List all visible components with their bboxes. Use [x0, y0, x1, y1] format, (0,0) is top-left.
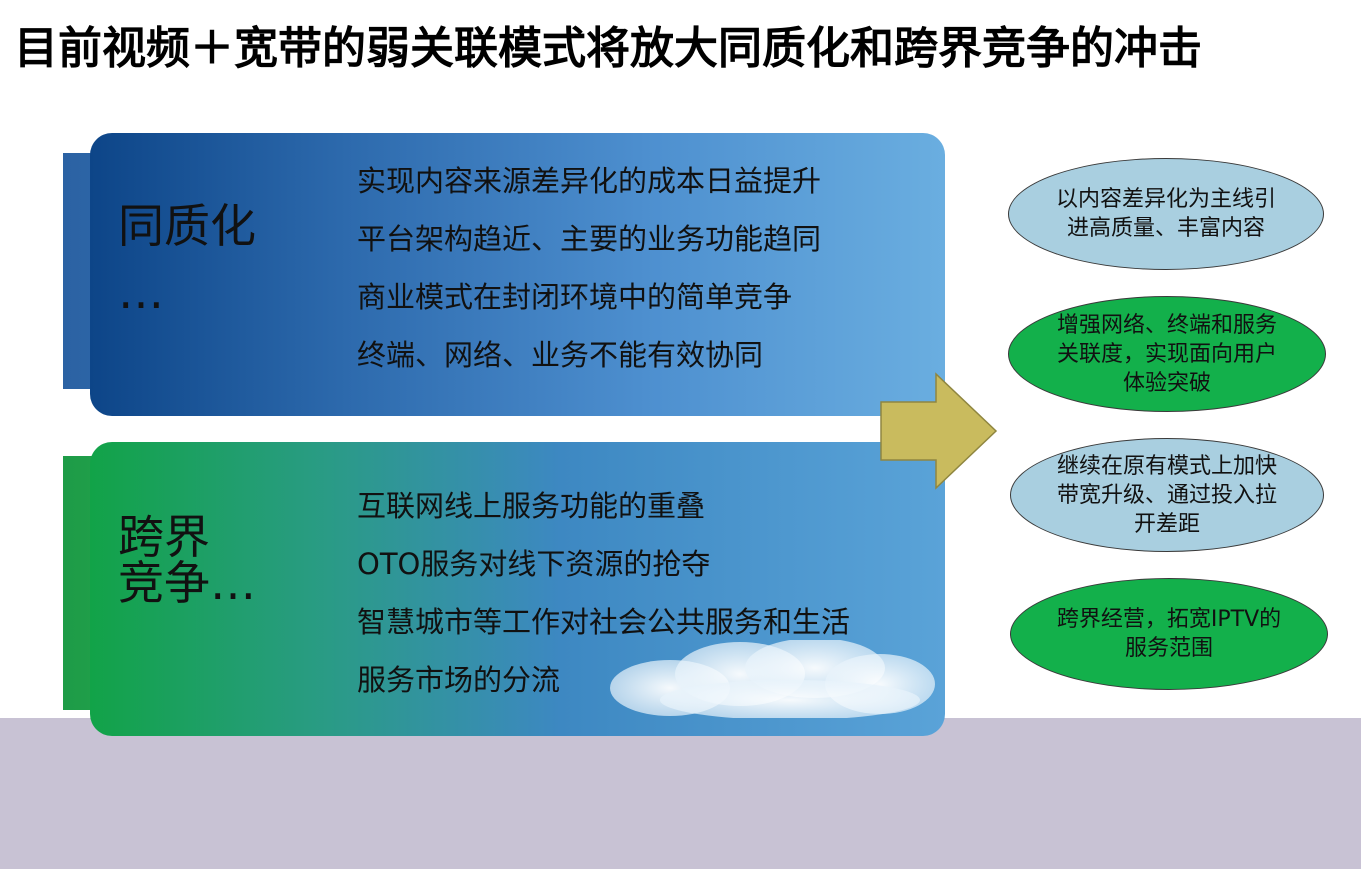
strategy-text: 以内容差异化为主线引进高质量、丰富内容	[1055, 187, 1276, 241]
strategy-oval: 继续在原有模式上加快带宽升级、通过投入拉开差距	[1010, 438, 1324, 552]
strategy-text: 增强网络、终端和服务关联度，实现面向用户体验突破	[1056, 312, 1277, 396]
crossover-bullet: 互联网线上服务功能的重叠	[357, 489, 706, 523]
homogenization-bullet: 终端、网络、业务不能有效协同	[357, 338, 764, 372]
homogenization-panel	[63, 133, 945, 416]
strategy-text: 继续在原有模式上加快带宽升级、通过投入拉开差距	[1056, 453, 1277, 537]
strategy-oval: 跨界经营，拓宽IPTV的服务范围	[1010, 578, 1328, 690]
homogenization-heading-line1: 同质化	[118, 199, 256, 253]
strategy-oval: 以内容差异化为主线引进高质量、丰富内容	[1008, 158, 1324, 270]
homogenization-bullet: 平台架构趋近、主要的业务功能趋同	[357, 222, 822, 256]
homogenization-bullet: 实现内容来源差异化的成本日益提升	[357, 164, 822, 198]
crossover-bullet-list: 互联网线上服务功能的重叠 OTO服务对线下资源的抢夺 智慧城市等工作对社会公共服…	[357, 477, 850, 709]
homogenization-bullet-list: 实现内容来源差异化的成本日益提升 平台架构趋近、主要的业务功能趋同 商业模式在封…	[357, 152, 821, 384]
crossover-heading: 跨界 竞争…	[118, 514, 256, 606]
crossover-bullet: 智慧城市等工作对社会公共服务和生活	[357, 605, 851, 639]
crossover-bullet: OTO服务对线下资源的抢夺	[357, 547, 711, 581]
strategy-text: 跨界经营，拓宽IPTV的服务范围	[1056, 607, 1282, 661]
crossover-bullet: 服务市场的分流	[357, 663, 561, 697]
homogenization-bullet: 商业模式在封闭环境中的简单竞争	[357, 280, 793, 314]
bottom-band	[0, 718, 1361, 869]
strategy-oval: 增强网络、终端和服务关联度，实现面向用户体验突破	[1008, 296, 1326, 412]
crossover-heading-line2: 竞争…	[118, 556, 256, 610]
slide-title: 目前视频＋宽带的弱关联模式将放大同质化和跨界竞争的冲击	[14, 23, 1202, 74]
homogenization-panel-body	[90, 133, 945, 416]
crossover-heading-line1: 跨界	[118, 510, 210, 564]
right-arrow-icon	[880, 372, 998, 490]
cloud-decoration	[610, 640, 935, 718]
homogenization-heading: 同质化 …	[118, 196, 256, 322]
homogenization-heading-line2: …	[118, 265, 164, 319]
